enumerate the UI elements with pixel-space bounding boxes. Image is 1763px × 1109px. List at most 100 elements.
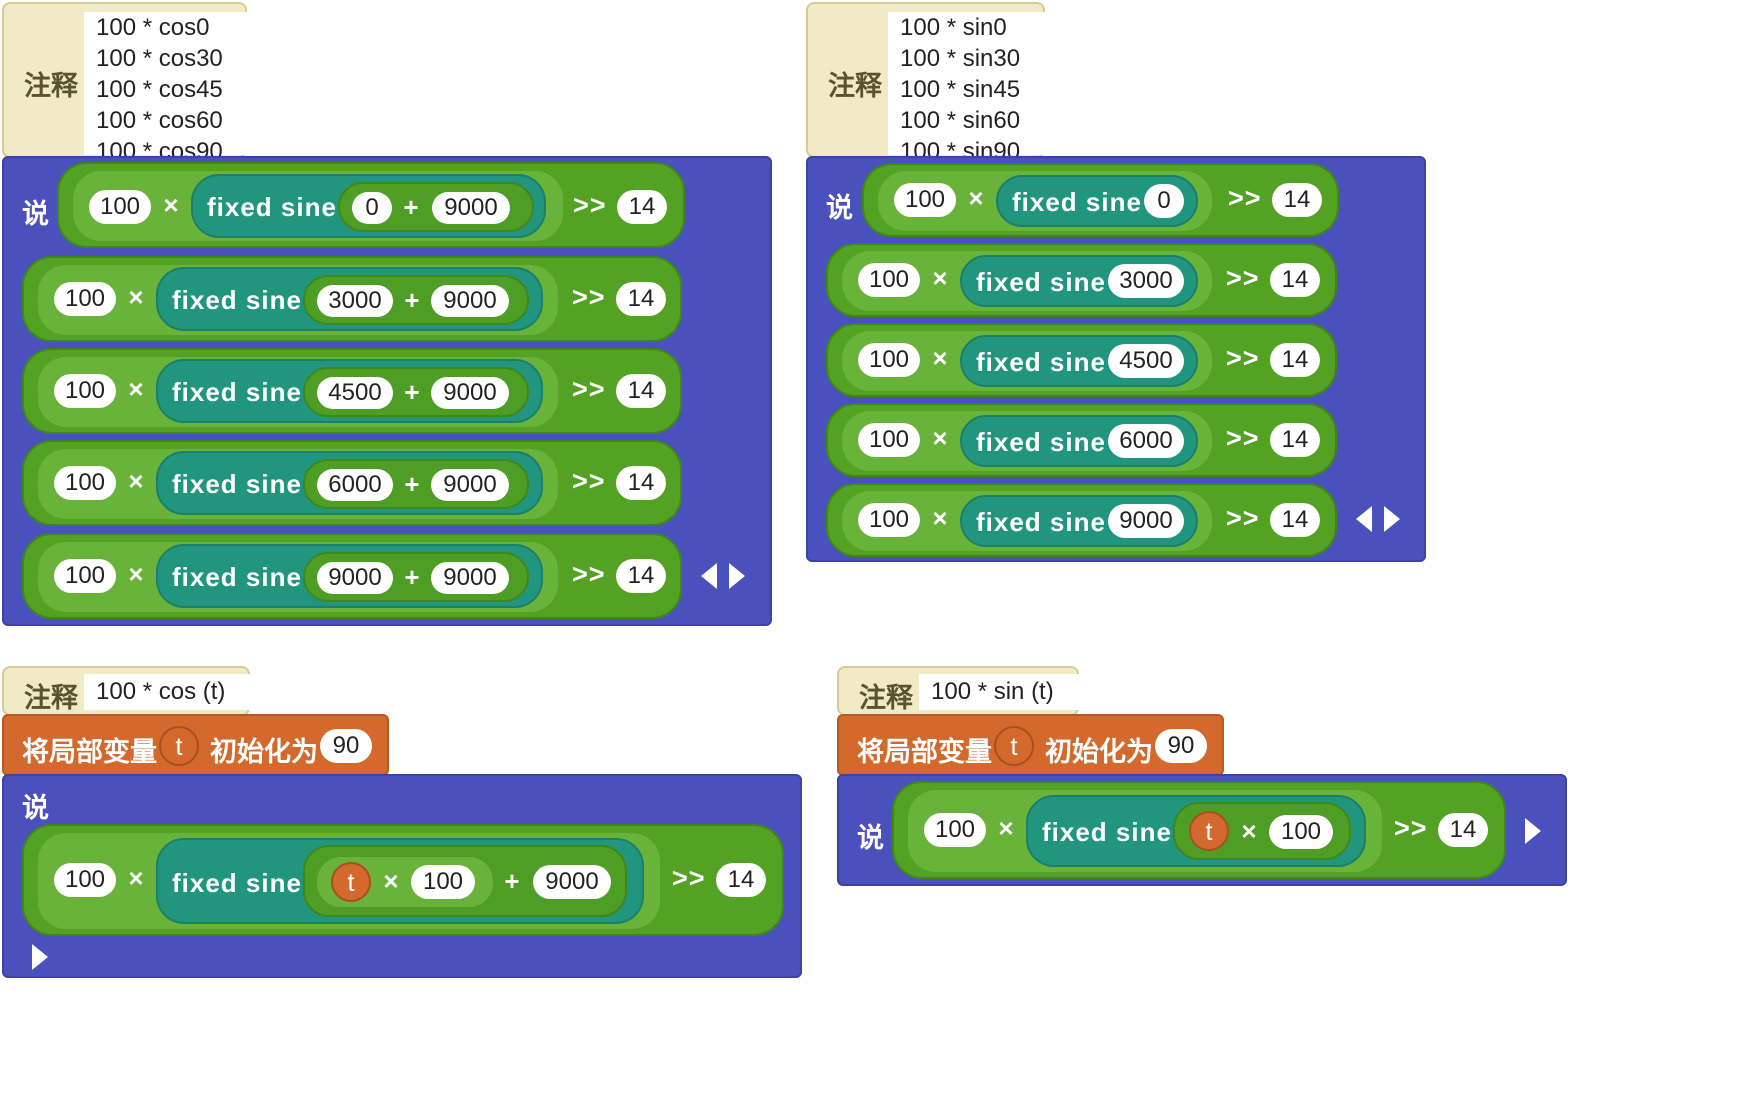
shift-pill[interactable]: 14 xyxy=(716,863,766,897)
init-value-pill[interactable]: 90 xyxy=(1155,729,1207,763)
multiply-expression-t[interactable]: t × 100 xyxy=(1173,802,1351,860)
shift-expression-row-4[interactable]: 100 × fixed sine 6000 >> 14 xyxy=(826,403,1337,477)
shift-expression-row-3[interactable]: 100 × fixed sine 4500 + 9000 >> 14 xyxy=(22,348,682,434)
shift-expression-row-3[interactable]: 100 × fixed sine 4500 >> 14 xyxy=(826,323,1337,397)
shift-pill[interactable]: 14 xyxy=(1270,263,1320,297)
shift-pill[interactable]: 14 xyxy=(616,282,666,316)
fixed-sine-block[interactable]: fixed sine t × 100 xyxy=(1026,795,1366,867)
shift-expression-row-5[interactable]: 100 × fixed sine 9000 >> 14 xyxy=(826,483,1337,557)
comment-text-cos[interactable]: 100 * cos0 100 * cos30 100 * cos45 100 *… xyxy=(84,12,256,165)
add-input-arrow-icon[interactable] xyxy=(1525,818,1541,844)
variable-t-pill[interactable]: t xyxy=(1189,811,1229,851)
offset-pill[interactable]: 9000 xyxy=(431,469,509,501)
angle-pill[interactable]: 6000 xyxy=(317,469,393,501)
coef-pill[interactable]: 100 xyxy=(858,343,920,377)
angle-pill[interactable]: 4500 xyxy=(1108,344,1184,378)
shift-pill[interactable]: 14 xyxy=(616,559,666,593)
shift-pill[interactable]: 14 xyxy=(1272,183,1322,217)
add-expression[interactable]: 9000 + 9000 xyxy=(303,552,529,602)
comment-block-sin[interactable]: 注释 100 * sin0 100 * sin30 100 * sin45 10… xyxy=(806,2,1054,165)
coef-pill[interactable]: 100 xyxy=(54,282,116,316)
offset-pill[interactable]: 9000 xyxy=(533,865,611,899)
variable-t-pill[interactable]: t xyxy=(159,726,199,766)
coef-pill[interactable]: 100 xyxy=(54,863,116,897)
fixed-sine-block[interactable]: fixed sine 0 xyxy=(996,175,1198,227)
coef-pill[interactable]: 100 xyxy=(54,559,116,593)
coef-pill[interactable]: 100 xyxy=(54,374,116,408)
angle-pill[interactable]: 6000 xyxy=(1108,424,1184,458)
angle-pill[interactable]: 9000 xyxy=(317,562,393,594)
add-input-arrow-icon[interactable] xyxy=(729,563,745,589)
comment-block-sin-t[interactable]: 注释 100 * sin (t) xyxy=(837,666,1087,716)
shift-pill[interactable]: 14 xyxy=(617,190,667,224)
shift-expression-row-5[interactable]: 100 × fixed sine 9000 + 9000 >> 14 xyxy=(22,533,682,619)
times-operator: × xyxy=(163,190,179,220)
fixed-sine-block[interactable]: fixed sine 4500 xyxy=(960,335,1198,387)
coef-pill[interactable]: 100 xyxy=(89,190,151,224)
add-expression[interactable]: t × 100 + 9000 xyxy=(303,845,627,917)
coef-pill[interactable]: 100 xyxy=(858,503,920,537)
shift-expression-row-1[interactable]: 100 × fixed sine 0 + 9000 >> 14 xyxy=(57,162,685,248)
fixed-sine-label: fixed sine xyxy=(172,377,302,407)
fixed-sine-block[interactable]: fixed sine 4500 + 9000 xyxy=(156,359,543,423)
comment-text-cos-t[interactable]: 100 * cos (t) xyxy=(84,674,258,710)
set-local-variable-block-cos[interactable]: 将局部变量 t 初始化为 90 xyxy=(2,714,389,776)
comment-text-sin[interactable]: 100 * sin0 100 * sin30 100 * sin45 100 *… xyxy=(888,12,1054,165)
add-expression[interactable]: 6000 + 9000 xyxy=(303,459,529,509)
fixed-sine-block[interactable]: fixed sine 9000 + 9000 xyxy=(156,544,543,608)
add-expression[interactable]: 3000 + 9000 xyxy=(303,275,529,325)
angle-pill[interactable]: 3000 xyxy=(1108,264,1184,298)
angle-pill[interactable]: 3000 xyxy=(317,285,393,317)
shift-pill[interactable]: 14 xyxy=(1270,423,1320,457)
coef-pill[interactable]: 100 xyxy=(924,813,986,847)
fixed-sine-block[interactable]: fixed sine 6000 + 9000 xyxy=(156,451,543,515)
fixed-sine-block[interactable]: fixed sine t × 100 + 9000 xyxy=(156,838,644,924)
multiplier-pill[interactable]: 100 xyxy=(411,865,475,899)
coef-pill[interactable]: 100 xyxy=(54,466,116,500)
shift-expression-sin-t[interactable]: 100 × fixed sine t × 100 >> 14 xyxy=(892,781,1506,879)
offset-pill[interactable]: 9000 xyxy=(431,377,509,409)
comment-text-sin-t[interactable]: 100 * sin (t) xyxy=(919,674,1087,710)
add-expression[interactable]: 4500 + 9000 xyxy=(303,367,529,417)
set-local-variable-block-sin[interactable]: 将局部变量 t 初始化为 90 xyxy=(837,714,1224,776)
shift-pill[interactable]: 14 xyxy=(616,374,666,408)
shift-pill[interactable]: 14 xyxy=(1438,813,1488,847)
init-value-pill[interactable]: 90 xyxy=(320,729,372,763)
angle-pill[interactable]: 9000 xyxy=(1108,504,1184,538)
multiply-expression-t[interactable]: t × 100 xyxy=(317,857,493,907)
offset-pill[interactable]: 9000 xyxy=(432,192,510,224)
comment-block-cos[interactable]: 注释 100 * cos0 100 * cos30 100 * cos45 10… xyxy=(2,2,256,165)
shift-expression-row-1[interactable]: 100 × fixed sine 0 >> 14 xyxy=(862,163,1339,237)
comment-label: 注释 xyxy=(828,71,882,101)
comment-block-cos-t[interactable]: 注释 100 * cos (t) xyxy=(2,666,258,716)
variable-t-pill[interactable]: t xyxy=(994,726,1034,766)
add-expression[interactable]: 0 + 9000 xyxy=(338,182,534,232)
fixed-sine-block[interactable]: fixed sine 6000 xyxy=(960,415,1198,467)
fixed-sine-block[interactable]: fixed sine 3000 xyxy=(960,255,1198,307)
coef-pill[interactable]: 100 xyxy=(894,183,956,217)
multiplier-pill[interactable]: 100 xyxy=(1269,815,1333,849)
coef-pill[interactable]: 100 xyxy=(858,263,920,297)
add-input-arrow-icon[interactable] xyxy=(1384,506,1400,532)
coef-pill[interactable]: 100 xyxy=(858,423,920,457)
shift-pill[interactable]: 14 xyxy=(616,466,666,500)
shift-expression-row-2[interactable]: 100 × fixed sine 3000 + 9000 >> 14 xyxy=(22,256,682,342)
angle-pill[interactable]: 4500 xyxy=(317,377,393,409)
shift-expression-cos-t[interactable]: 100 × fixed sine t × 100 + 9000 >> 14 xyxy=(22,824,784,936)
say-label: 说 xyxy=(857,823,884,853)
shift-pill[interactable]: 14 xyxy=(1270,343,1320,377)
shift-pill[interactable]: 14 xyxy=(1270,503,1320,537)
fixed-sine-block[interactable]: fixed sine 9000 xyxy=(960,495,1198,547)
fixed-sine-block[interactable]: fixed sine 0 + 9000 xyxy=(191,174,546,238)
offset-pill[interactable]: 9000 xyxy=(431,562,509,594)
add-input-arrow-icon[interactable] xyxy=(32,944,48,970)
angle-pill[interactable]: 0 xyxy=(1144,184,1184,218)
shift-expression-row-2[interactable]: 100 × fixed sine 3000 >> 14 xyxy=(826,243,1337,317)
fixed-sine-block[interactable]: fixed sine 3000 + 9000 xyxy=(156,267,543,331)
remove-input-arrow-icon[interactable] xyxy=(1356,506,1372,532)
angle-pill[interactable]: 0 xyxy=(352,192,392,224)
remove-input-arrow-icon[interactable] xyxy=(701,563,717,589)
offset-pill[interactable]: 9000 xyxy=(431,285,509,317)
variable-t-pill[interactable]: t xyxy=(331,862,371,902)
shift-expression-row-4[interactable]: 100 × fixed sine 6000 + 9000 >> 14 xyxy=(22,440,682,526)
